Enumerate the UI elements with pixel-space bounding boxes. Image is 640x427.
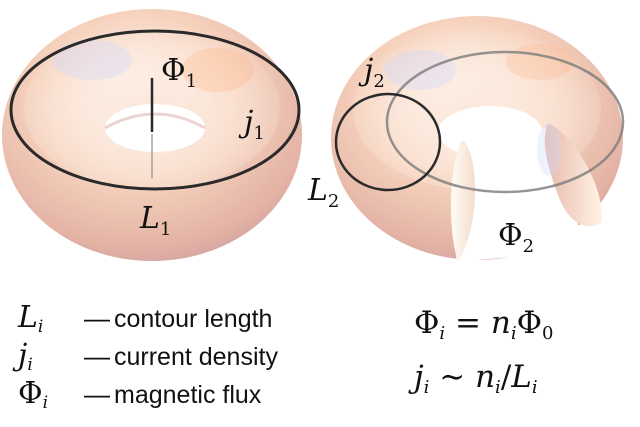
contour-L2-back [385, 50, 625, 194]
legend-text-contour-length: contour length [114, 305, 273, 333]
legend-symbol-phi: Φi [18, 376, 49, 413]
left-torus-blue-sheen [52, 40, 132, 80]
legend-symbol-j: ji [18, 338, 33, 375]
right-torus [331, 16, 625, 262]
cut-face-right [544, 124, 603, 227]
equations: Φi = niΦ0 ji ∼ ni/Li [414, 305, 553, 413]
label-phi1: Φ1 [161, 53, 197, 92]
legend-dash: — [84, 379, 110, 409]
contour-L2 [334, 92, 442, 192]
cut-face-left [450, 140, 475, 262]
legend-row-magnetic-flux: Φi — magnetic flux [18, 376, 278, 414]
legend-row-contour-length: Li — contour length [18, 300, 278, 338]
legend-row-current-density: ji — current density [18, 338, 278, 376]
legend-dash: — [84, 341, 110, 371]
left-torus-hole [105, 104, 205, 152]
legend: Li — contour length ji — current density… [18, 300, 278, 414]
right-torus-blue-sheen [384, 50, 456, 90]
torus-figure: Φ1 j1 L1 j2 L2 Φ2 [2, 9, 625, 262]
left-torus [2, 9, 302, 261]
equation-flux-quantization: Φi = niΦ0 [414, 305, 554, 344]
label-L1: L1 [139, 201, 171, 240]
contour-L1 [9, 29, 301, 191]
legend-dash: — [84, 303, 110, 333]
legend-text-magnetic-flux: magnetic flux [114, 381, 262, 409]
equation-current-density: ji ∼ ni/Li [414, 359, 538, 398]
left-torus-orange-sheen [182, 48, 254, 92]
label-L2: L2 [307, 173, 339, 212]
legend-text-current-density: current density [114, 343, 278, 371]
label-phi2: Φ2 [498, 218, 534, 257]
legend-symbol-L: Li [18, 300, 44, 337]
